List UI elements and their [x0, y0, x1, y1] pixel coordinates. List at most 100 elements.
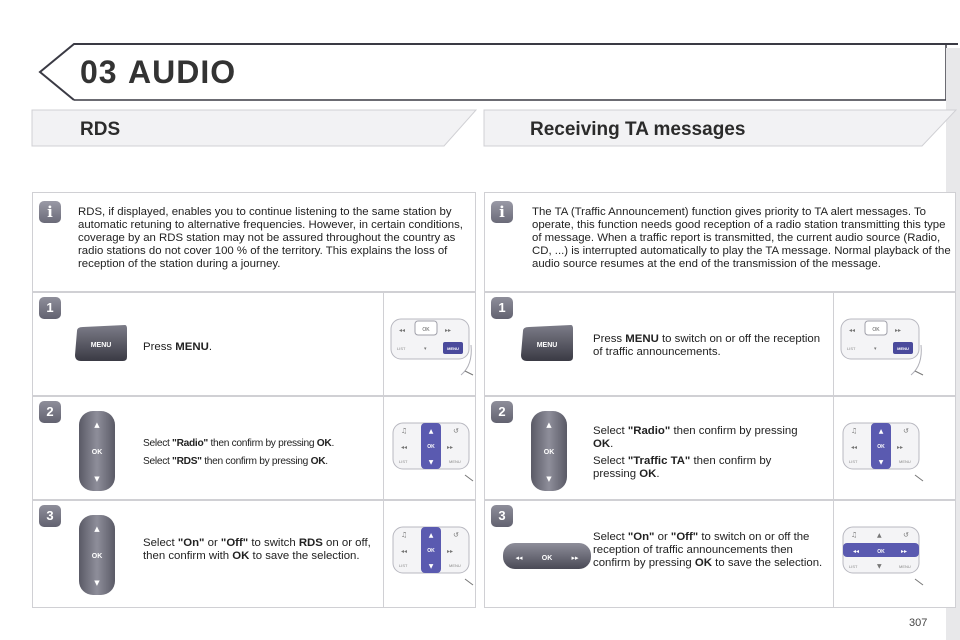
divider: [383, 293, 384, 395]
section-heading-bars: [31, 109, 958, 147]
svg-text:↺: ↺: [453, 427, 459, 435]
svg-text:▲: ▲: [429, 428, 434, 435]
rds-step-2-line-1: Select "Radio" then confirm by pressing …: [143, 438, 334, 449]
rds-heading: RDS: [80, 119, 121, 140]
svg-text:OK: OK: [544, 449, 555, 456]
svg-text:↺: ↺: [453, 531, 459, 539]
svg-text:OK: OK: [92, 553, 103, 560]
svg-text:♫: ♫: [401, 531, 407, 539]
divider: [383, 501, 384, 607]
step-badge: 2: [39, 401, 61, 423]
step-badge: 2: [491, 401, 513, 423]
ta-step-2-line-2: Select "Traffic TA" then confirm by pres…: [593, 455, 772, 480]
info-icon: i: [39, 201, 61, 223]
svg-text:OK: OK: [427, 444, 435, 450]
svg-text:OK: OK: [92, 449, 103, 456]
menu-button-label: MENU: [537, 342, 558, 349]
step-badge: 3: [39, 505, 61, 527]
chapter-number: 03: [80, 54, 118, 90]
svg-text:▾: ▾: [424, 346, 427, 352]
svg-text:OK: OK: [877, 444, 885, 450]
ok-horizontal-control-icon: ◂◂ OK ▸▸: [503, 543, 591, 569]
ta-step-3-text: Select "On" or "Off" to switch on or off…: [593, 531, 823, 569]
svg-text:▼: ▼: [429, 459, 434, 466]
svg-text:▼: ▼: [877, 563, 882, 570]
chapter-title: AUDIO: [128, 54, 237, 90]
svg-text:♫: ♫: [851, 427, 857, 435]
ta-info-box: i The TA (Traffic Announcement) function…: [484, 192, 956, 292]
rds-step-2-line-2: Select "RDS" then confirm by pressing OK…: [143, 456, 328, 467]
svg-text:MENU: MENU: [897, 346, 909, 351]
svg-text:▸▸: ▸▸: [571, 554, 579, 562]
svg-text:OK: OK: [422, 327, 430, 333]
svg-text:OK: OK: [427, 548, 435, 554]
ok-control-icon: ▲ OK ▼: [531, 411, 567, 491]
svg-text:▼: ▼: [879, 459, 884, 466]
svg-text:↺: ↺: [903, 531, 909, 539]
svg-text:LIST: LIST: [847, 346, 856, 351]
svg-text:▸▸: ▸▸: [447, 444, 453, 451]
svg-text:OK: OK: [872, 327, 880, 333]
ta-step-1-text: Press MENU to switch on or off the recep…: [593, 333, 821, 358]
svg-text:OK: OK: [542, 555, 553, 562]
svg-text:MENU: MENU: [899, 459, 911, 464]
svg-text:▲: ▲: [94, 421, 100, 429]
ok-control-icon: ▲ OK ▼: [79, 515, 115, 595]
svg-text:LIST: LIST: [849, 459, 858, 464]
svg-text:↺: ↺: [903, 427, 909, 435]
svg-text:MENU: MENU: [449, 563, 461, 568]
menu-button-icon: MENU: [75, 325, 127, 361]
divider: [833, 501, 834, 607]
svg-text:◂◂: ◂◂: [401, 444, 407, 451]
steering-controls-ok-vertical-icon: ▲ OK ▼ ♫ ↺ ◂◂ ▸▸ LIST MENU: [392, 526, 474, 586]
svg-text:♫: ♫: [851, 531, 857, 539]
ta-step-3: 3 ◂◂ OK ▸▸ Select "On" or "Off" to switc…: [484, 500, 956, 608]
svg-text:▼: ▼: [429, 563, 434, 570]
ta-heading: Receiving TA messages: [530, 119, 746, 140]
svg-text:◂◂: ◂◂: [851, 444, 857, 451]
steering-controls-menu-icon: OK ◂◂ ▸▸ LIST ▾ MENU: [840, 318, 924, 376]
rds-heading-bar: RDS: [32, 110, 476, 152]
ta-heading-bar: Receiving TA messages: [484, 110, 956, 152]
svg-text:◂◂: ◂◂: [399, 327, 405, 334]
rds-step-3: 3 ▲ OK ▼ Select "On" or "Off" to switch …: [32, 500, 476, 608]
ok-control-icon: ▲ OK ▼: [79, 411, 115, 491]
steering-controls-menu-icon: OK ◂◂ ▸▸ LIST ▾ MENU: [390, 318, 474, 376]
rds-step-1: 1 MENU Press MENU. OK ◂◂ ▸▸ LIST ▾ MENU: [32, 292, 476, 396]
svg-text:▲: ▲: [429, 532, 434, 539]
svg-text:LIST: LIST: [399, 459, 408, 464]
svg-text:MENU: MENU: [449, 459, 461, 464]
svg-text:♫: ♫: [401, 427, 407, 435]
rds-info-box: i RDS, if displayed, enables you to cont…: [32, 192, 476, 292]
svg-text:LIST: LIST: [399, 563, 408, 568]
svg-text:MENU: MENU: [899, 564, 911, 569]
step-badge: 1: [491, 297, 513, 319]
svg-text:LIST: LIST: [397, 346, 406, 351]
svg-text:▲: ▲: [94, 525, 100, 533]
ta-step-2: 2 ▲ OK ▼ Select "Radio" then confirm by …: [484, 396, 956, 500]
rds-step-3-text: Select "On" or "Off" to switch RDS on or…: [143, 537, 371, 562]
steering-controls-ok-vertical-icon: ▲ OK ▼ ♫ ↺ ◂◂ ▸▸ LIST MENU: [392, 422, 474, 482]
svg-text:▸▸: ▸▸: [445, 327, 451, 334]
divider: [833, 293, 834, 395]
svg-text:▼: ▼: [94, 579, 100, 587]
svg-text:▲: ▲: [546, 421, 552, 429]
steering-controls-ok-vertical-icon: ▲ OK ▼ ♫ ↺ ◂◂ ▸▸ LIST MENU: [842, 422, 924, 482]
rds-step-2: 2 ▲ OK ▼ Select "Radio" then confirm by …: [32, 396, 476, 500]
svg-text:▲: ▲: [877, 532, 882, 539]
step-badge: 3: [491, 505, 513, 527]
svg-text:▸▸: ▸▸: [897, 444, 903, 451]
svg-text:▸▸: ▸▸: [895, 327, 901, 334]
svg-text:▼: ▼: [546, 475, 552, 483]
svg-text:▼: ▼: [94, 475, 100, 483]
step-badge: 1: [39, 297, 61, 319]
svg-text:OK: OK: [877, 549, 885, 555]
ta-step-1: 1 MENU Press MENU to switch on or off th…: [484, 292, 956, 396]
divider: [383, 397, 384, 499]
svg-text:▲: ▲: [879, 428, 884, 435]
page-header: 03 AUDIO: [0, 0, 960, 108]
divider: [833, 397, 834, 499]
svg-text:◂◂: ◂◂: [849, 327, 855, 334]
ta-info-text: The TA (Traffic Announcement) function g…: [532, 206, 951, 270]
rds-info-text: RDS, if displayed, enables you to contin…: [78, 206, 463, 270]
